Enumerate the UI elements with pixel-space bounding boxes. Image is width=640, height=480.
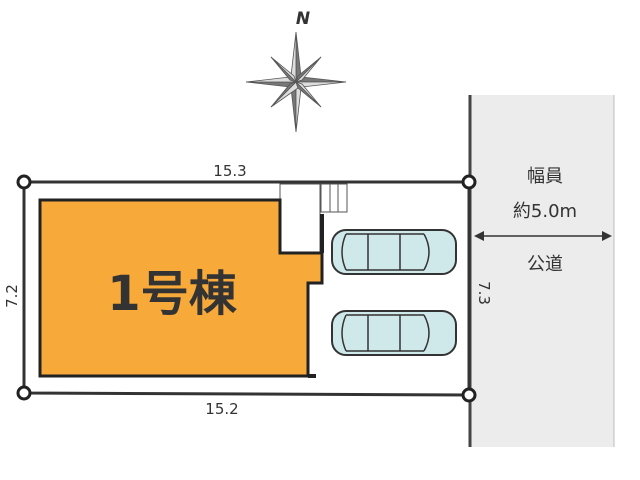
steps (320, 183, 348, 213)
road-width-arrow (474, 231, 612, 241)
top-length: 15.3 (213, 162, 246, 180)
building-label: 1号棟 (107, 266, 237, 322)
lot-corner (461, 174, 477, 190)
parked-car (331, 310, 457, 356)
entrance-porch (279, 183, 321, 254)
right-length: 7.3 (475, 281, 493, 305)
parked-car (331, 229, 457, 275)
lot-corner (461, 387, 477, 403)
bottom-length: 15.2 (205, 400, 238, 418)
building-1 (38, 198, 324, 378)
road-width-label: 幅員 (527, 166, 563, 187)
lot-corner (16, 174, 32, 190)
compass-icon (245, 31, 347, 133)
road-type-label: 公道 (527, 254, 563, 275)
road-width-value: 約5.0m (513, 201, 577, 222)
north-label: N (296, 9, 310, 29)
lot-corner (16, 385, 32, 401)
public-road (471, 95, 614, 447)
left-length: 7.2 (3, 284, 21, 308)
